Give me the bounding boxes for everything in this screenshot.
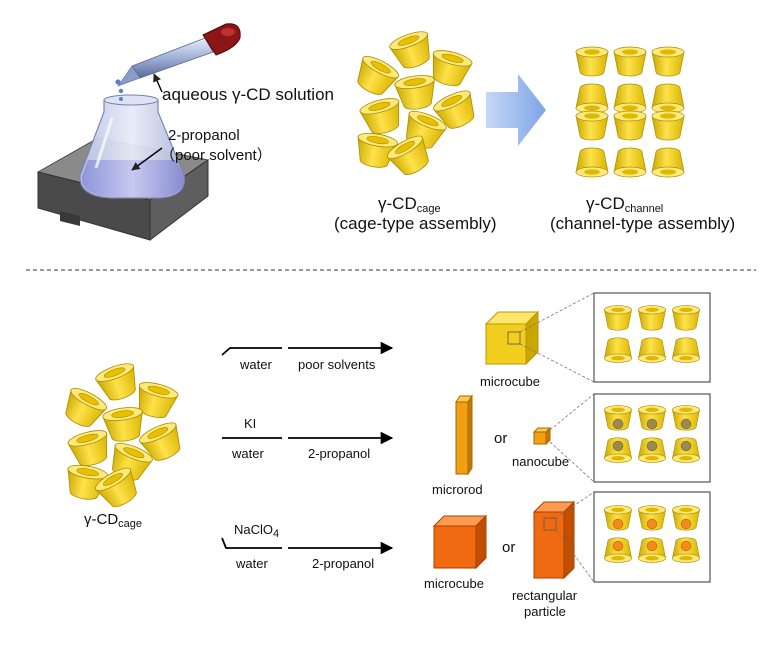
row1-product-label: microcube [480,374,540,389]
channel-label-top: γ-CDchannel [586,194,663,215]
channel-caption: (channel-type assembly) [550,214,735,233]
row3-product-a: microcube [424,576,484,591]
row2-additive: KI [244,416,256,431]
row1-arrow-water [221,347,282,356]
row2-step1: water [231,446,264,461]
cage-assembly-top [349,27,482,182]
row3-or: or [502,539,515,556]
flask-pointer [131,147,163,171]
microcube-orange [432,514,488,570]
zoom-line-1b [519,343,595,383]
row2-or: or [494,430,507,447]
channel-assembly-top [575,46,685,178]
row3-arrow-water [221,537,282,549]
naclo4-ions [612,518,692,552]
row3-additive: NaClO4 [234,522,279,540]
cage-assembly-bottom [57,359,188,514]
pipette-label: aqueous γ-CD solution [162,85,334,104]
zoom-line-1a [519,292,595,333]
zoom-line-3b [555,529,595,583]
row1-step2: poor solvents [298,357,376,372]
cage-caption: (cage-type assembly) [334,214,497,233]
transformation-arrow [486,74,546,146]
cage-label-top: γ-CDcage [378,194,441,215]
microcube-yellow [484,310,540,366]
microrod [455,394,473,476]
row2-product-a: microrod [432,482,483,497]
pipette [117,23,241,87]
zoom-line-2a [549,393,595,431]
rectangular-particle [532,500,576,580]
zoom-line-3a [555,491,595,519]
row3-product-b-line2: particle [524,604,566,619]
flask-label-solvent: 2-propanol [168,127,240,144]
row2-step2: 2-propanol [308,446,370,461]
flask-label-note: （poor solvent） [160,147,272,164]
nanocube [532,426,552,446]
droplets [115,79,124,101]
row2-product-b: nanocube [512,454,569,469]
row3-step2: 2-propanol [312,556,374,571]
row1-step1: water [239,357,272,372]
erlenmeyer-flask [79,94,186,199]
pipette-pointer [153,73,163,93]
row3-product-b-line1: rectangular [512,588,578,603]
cage-label-bottom: γ-CDcage [84,511,142,530]
ki-ions [612,418,692,452]
row3-step1: water [235,556,268,571]
